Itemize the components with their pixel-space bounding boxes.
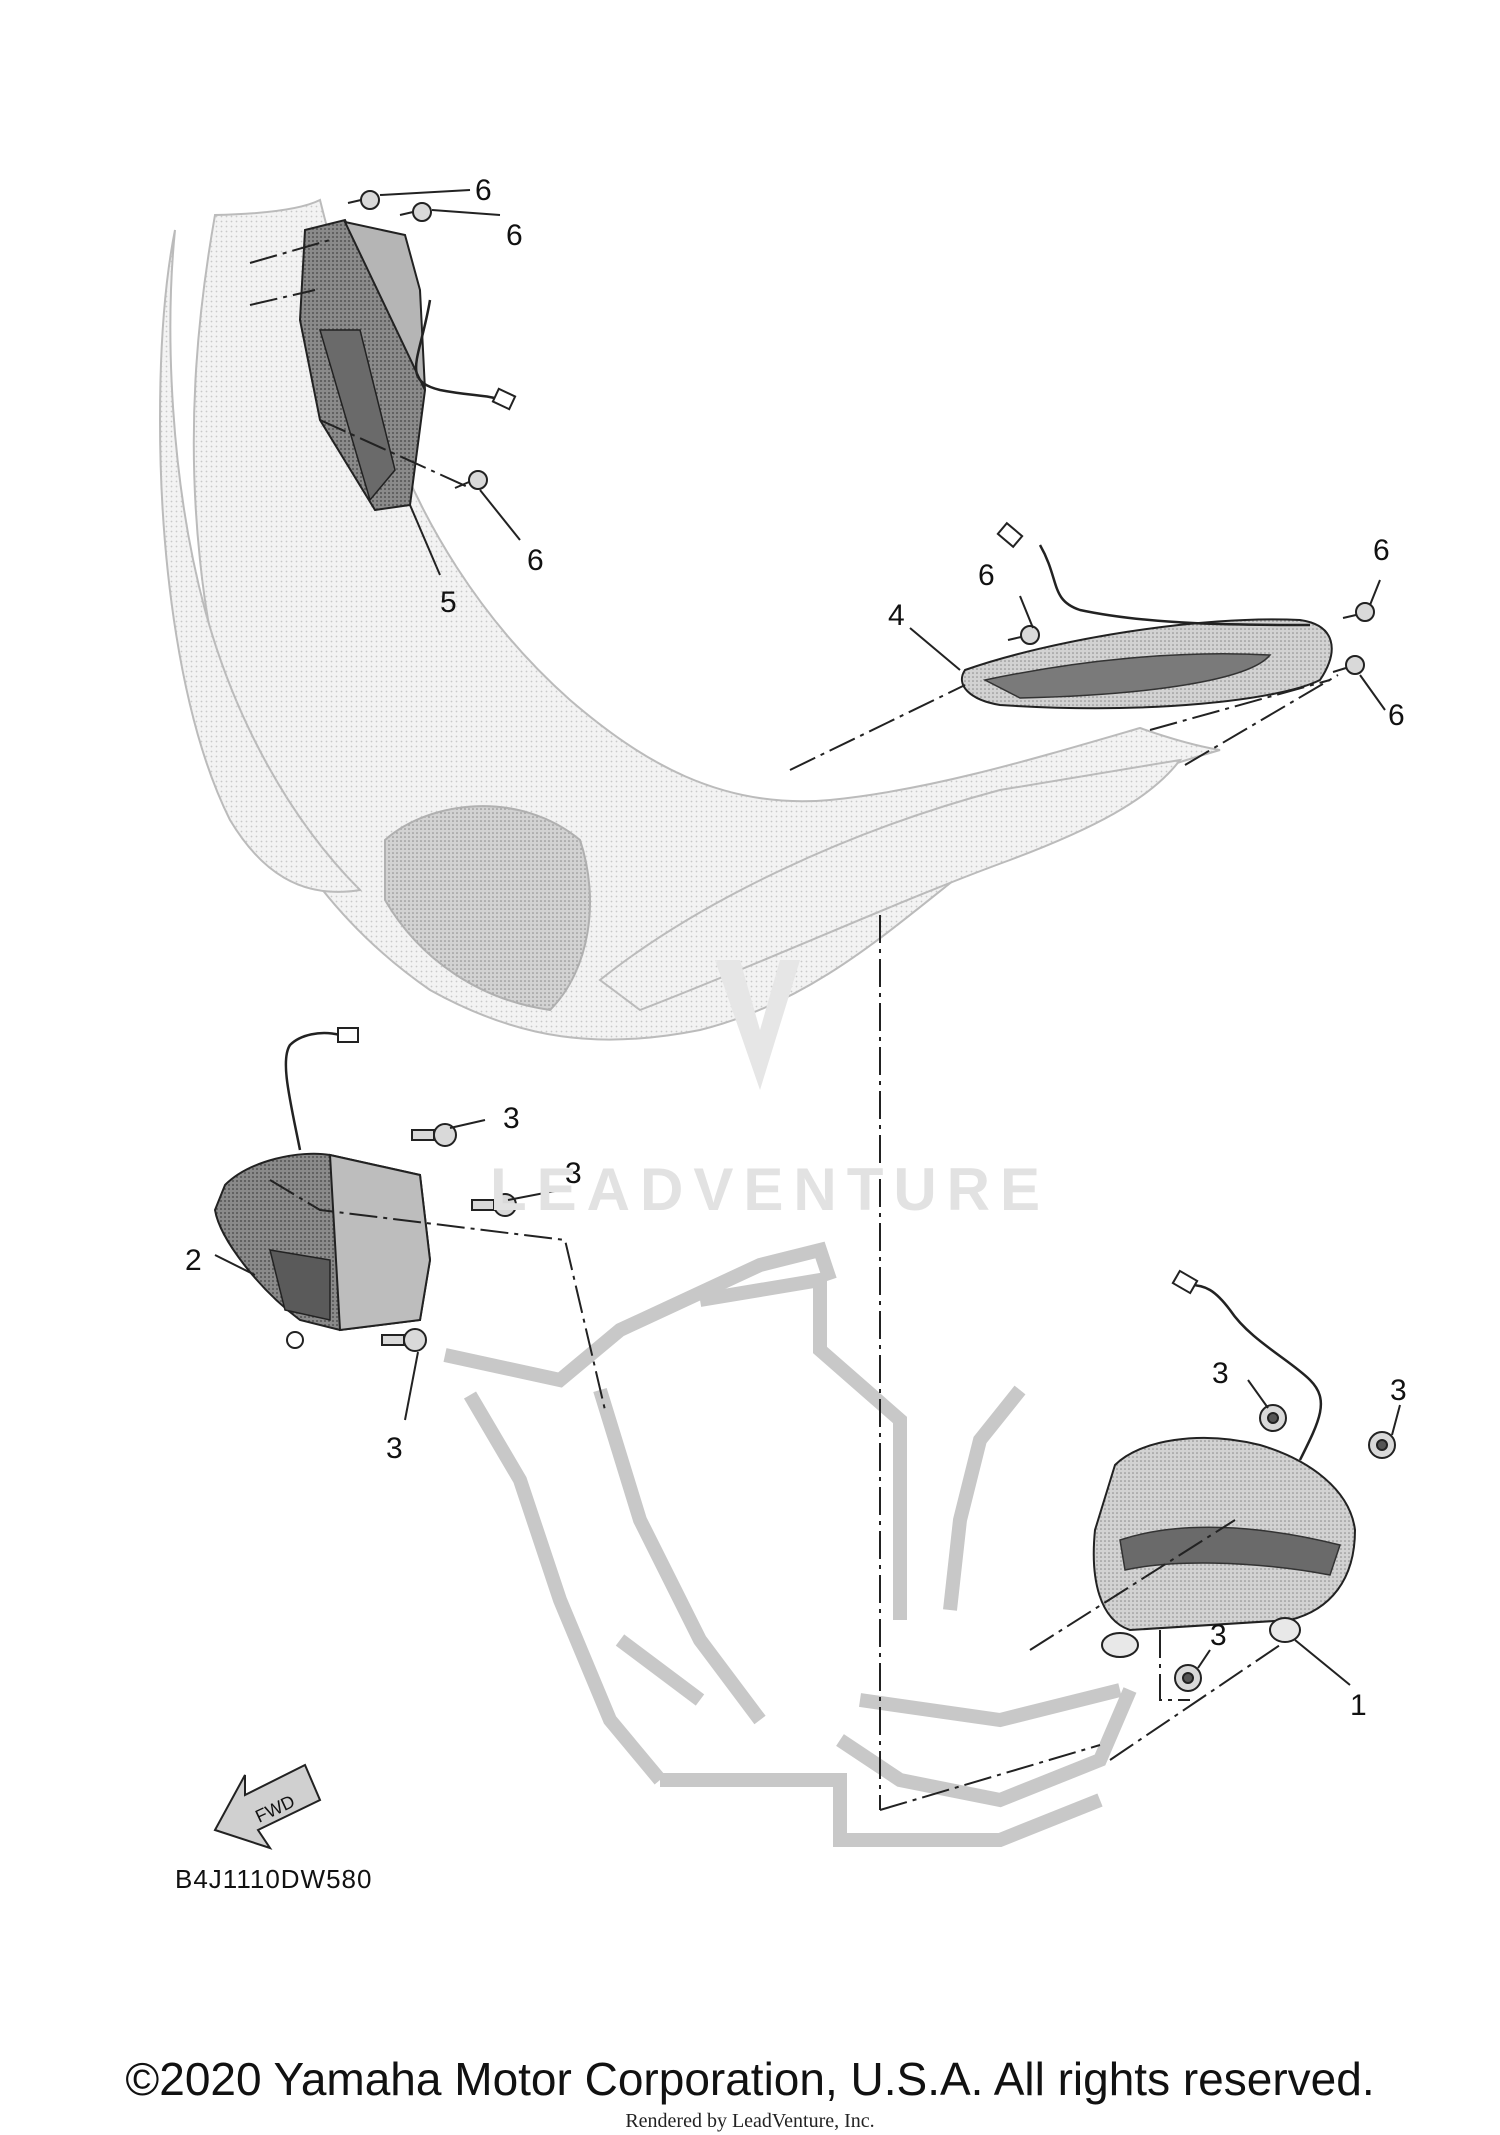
screw-6e (1342, 602, 1375, 622)
assembly-lines (249, 239, 1339, 1811)
callout-6e: 6 (1373, 534, 1390, 567)
rendered-by-notice: Rendered by LeadVenture, Inc. (625, 2110, 875, 2132)
copyright-notice: ©2020 Yamaha Motor Corporation, U.S.A. A… (125, 2053, 1375, 2105)
screw-6c (454, 470, 488, 490)
callout-3e: 3 (1390, 1374, 1407, 1407)
screw-6d (1007, 625, 1040, 645)
callout-4: 4 (888, 599, 905, 632)
callout-3f: 3 (1210, 1619, 1227, 1652)
watermark: LEADVENTURE (490, 960, 1050, 1223)
position-light-right (960, 521, 1333, 710)
callout-6f: 6 (1388, 699, 1405, 732)
diagram-code: B4J1110DW580 (175, 1864, 372, 1894)
front-cowl-ghost (158, 198, 1221, 1041)
screw-3c (381, 1328, 427, 1352)
callout-3b: 3 (565, 1157, 582, 1190)
callout-6b: 6 (506, 219, 523, 252)
callout-6d: 6 (978, 559, 995, 592)
grommet-3f (1174, 1664, 1202, 1692)
callout-3c: 3 (386, 1432, 403, 1465)
watermark-text: LEADVENTURE (490, 1156, 1050, 1223)
callout-3a: 3 (503, 1102, 520, 1135)
position-light-left (298, 218, 517, 512)
grommet-3d (1259, 1404, 1287, 1432)
grommet-3e (1368, 1431, 1396, 1459)
callouts: 6 6 6 5 4 6 6 6 3 3 2 3 3 3 3 1 (185, 174, 1407, 1722)
screw-6f (1332, 655, 1365, 675)
fwd-arrow: FWD (213, 1763, 322, 1850)
leader-lines (214, 189, 1401, 1686)
callout-5: 5 (440, 586, 457, 619)
callout-3d: 3 (1212, 1357, 1229, 1390)
callout-6c: 6 (527, 544, 544, 577)
callout-2: 2 (185, 1244, 202, 1277)
headlight-left (213, 1027, 432, 1349)
callout-1: 1 (1350, 1689, 1367, 1722)
screw-6b (399, 202, 432, 222)
headlight-right (1092, 1269, 1357, 1658)
screws (347, 190, 1396, 1692)
callout-6a: 6 (475, 174, 492, 207)
headlight-bracket-ghost (443, 1241, 1137, 1847)
screw-6a (347, 190, 380, 210)
screw-3a (411, 1123, 457, 1147)
